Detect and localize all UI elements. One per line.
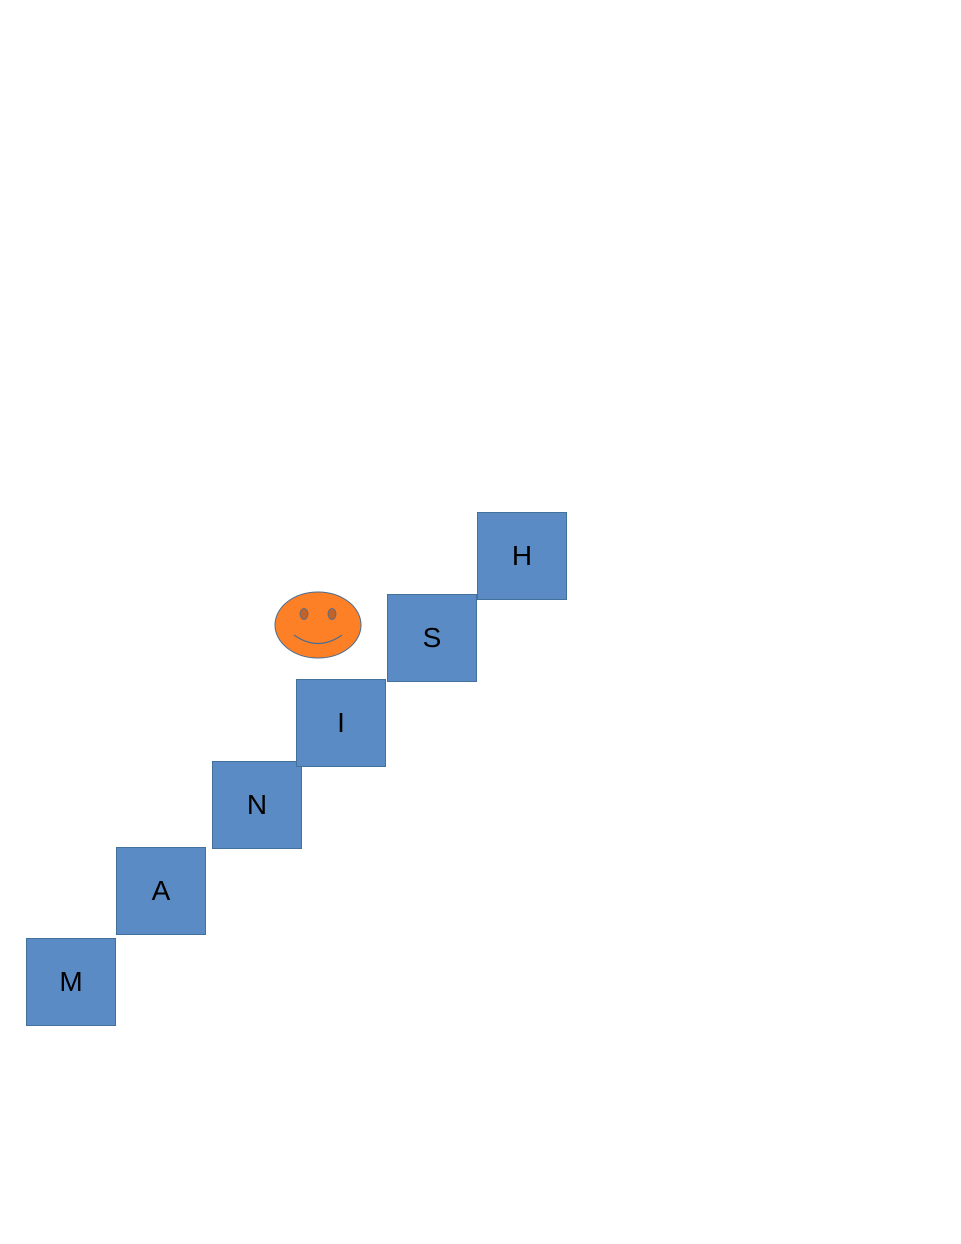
letter-box-s: S — [387, 594, 477, 682]
smiley-left-eye — [299, 608, 309, 620]
letter-box-a: A — [116, 847, 206, 935]
letter-box-h: H — [477, 512, 567, 600]
letter-box-m: M — [26, 938, 116, 1026]
letter-m: M — [59, 966, 83, 997]
letter-n: N — [246, 789, 268, 820]
letter-a: A — [151, 875, 171, 906]
smiley-right-eye — [327, 608, 337, 620]
letter-box-n: N — [212, 761, 302, 849]
letter-s: S — [422, 622, 442, 653]
letter-box-i: I — [296, 679, 386, 767]
letter-h: H — [511, 540, 533, 571]
letter-i: I — [337, 707, 345, 738]
smiley-face-icon — [274, 591, 362, 659]
smiley-face-shape — [274, 591, 362, 659]
smiley-mouth — [293, 634, 343, 645]
